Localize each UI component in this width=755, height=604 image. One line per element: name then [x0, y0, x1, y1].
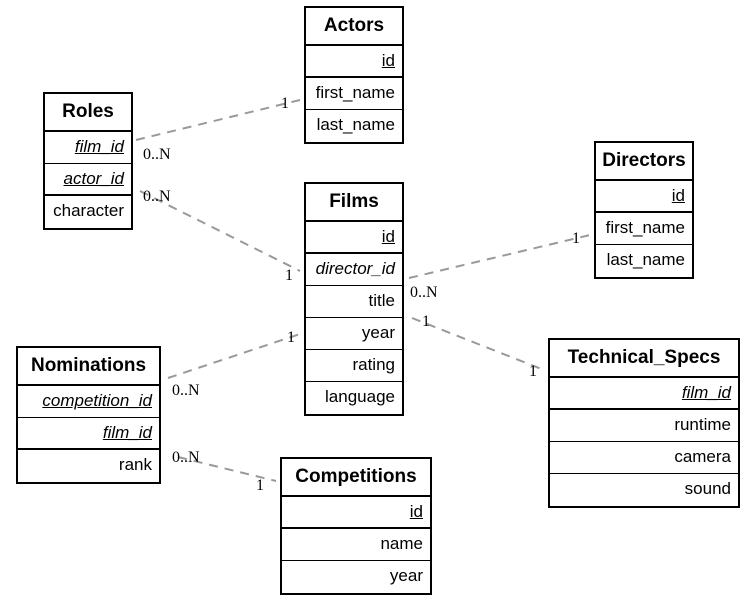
entity-attribute: director_id — [306, 254, 402, 286]
cardinality-label: 0..N — [172, 449, 200, 466]
cardinality-label: 1 — [256, 477, 264, 494]
cardinality-label: 1 — [422, 313, 430, 330]
entity-attribute: name — [282, 529, 430, 561]
entity-title: Competitions — [282, 459, 430, 497]
entity-title: Nominations — [18, 348, 159, 386]
cardinality-label: 1 — [529, 363, 537, 380]
cardinality-label: 0..N — [143, 146, 171, 163]
cardinality-label: 1 — [572, 230, 580, 247]
entity-attribute: year — [306, 318, 402, 350]
cardinality-label: 1 — [287, 329, 295, 346]
entity-attribute: competition_id — [18, 386, 159, 418]
entity-attribute: title — [306, 286, 402, 318]
entity-title: Directors — [596, 143, 692, 181]
entity-attribute: last_name — [596, 245, 692, 277]
entity-attribute: rating — [306, 350, 402, 382]
cardinality-label: 1 — [285, 267, 293, 284]
entity-attribute: rank — [18, 450, 159, 482]
entity-attribute: first_name — [306, 78, 402, 110]
entity-attribute: character — [45, 196, 131, 228]
entity-attribute: id — [596, 181, 692, 213]
entity-attribute: id — [282, 497, 430, 529]
entity-attribute: camera — [550, 442, 738, 474]
entity-attribute: sound — [550, 474, 738, 506]
relationship-line — [408, 234, 591, 279]
entity-title: Actors — [306, 8, 402, 46]
entity-title: Technical_Specs — [550, 340, 738, 378]
cardinality-label: 0..N — [410, 284, 438, 301]
entity-attribute: id — [306, 222, 402, 254]
entity-attribute: id — [306, 46, 402, 78]
entity-attribute: film_id — [45, 132, 131, 164]
entity-title: Roles — [45, 94, 131, 132]
entity-attribute: last_name — [306, 110, 402, 142]
entity-attribute: runtime — [550, 410, 738, 442]
entity-attribute: year — [282, 561, 430, 593]
entity-attribute: film_id — [550, 378, 738, 410]
entity-attribute: actor_id — [45, 164, 131, 196]
entity-attribute: first_name — [596, 213, 692, 245]
relationship-line — [135, 99, 301, 141]
relationship-line — [411, 317, 545, 371]
entity-attribute: language — [306, 382, 402, 414]
entity-attribute: film_id — [18, 418, 159, 450]
relationship-line — [167, 333, 301, 379]
cardinality-label: 0..N — [172, 382, 200, 399]
entity-title: Films — [306, 184, 402, 222]
cardinality-label: 0..N — [143, 188, 171, 205]
cardinality-label: 1 — [281, 95, 289, 112]
